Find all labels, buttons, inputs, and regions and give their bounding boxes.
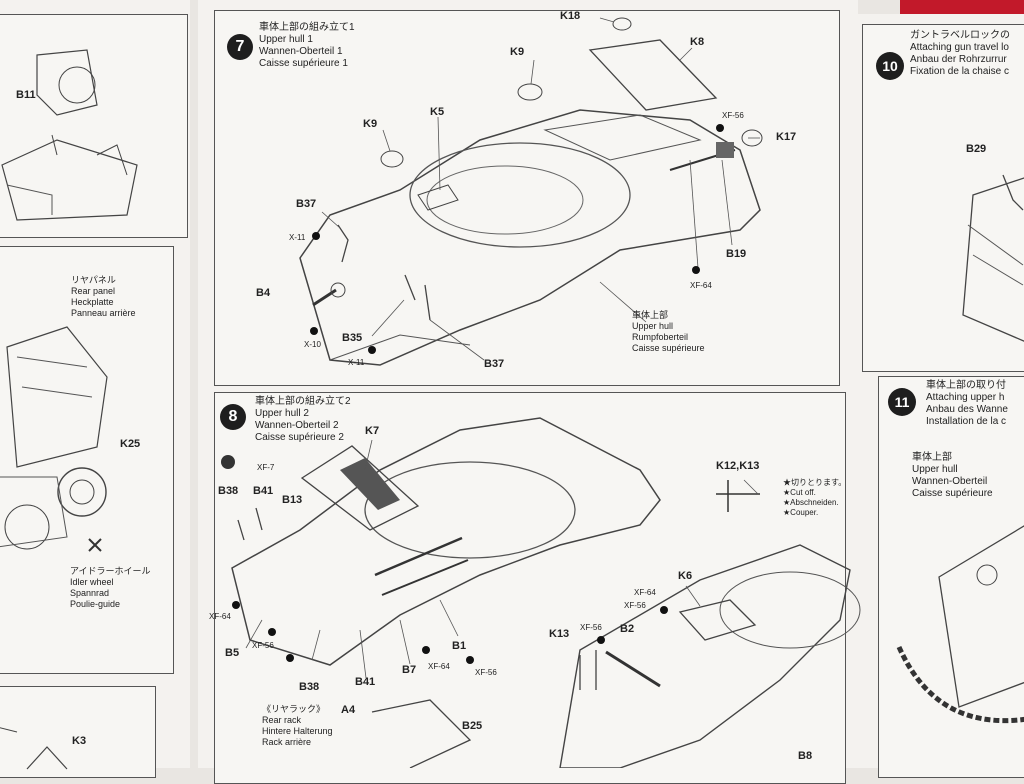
- step8-label-b38-b: B38: [299, 681, 320, 693]
- step8-label-a4: A4: [341, 704, 356, 716]
- step8-label-xf56-b: XF-56: [580, 623, 602, 632]
- step8-paint-dot-xf64-c: [422, 646, 430, 654]
- step8-label-k13: K13: [549, 628, 570, 640]
- step7-label-b35: B35: [342, 332, 363, 344]
- step8-cut-note: ★切りとります。★Cut off. ★Abschneiden.★Couper.: [783, 478, 847, 517]
- step8-label-xf56-d: XF-56: [475, 668, 497, 677]
- step8-label-b41-a: B41: [253, 485, 274, 497]
- step10-drawing: [962, 174, 1024, 342]
- step7-label-b19: B19: [726, 248, 747, 260]
- step8-paint-dot-b5: [268, 628, 276, 636]
- step7-label-k8: K8: [690, 36, 705, 48]
- step8-label-b13: B13: [282, 494, 303, 506]
- step7-label-k18: K18: [560, 10, 581, 22]
- step10-panel: [862, 24, 1024, 372]
- step7-label-k17: K17: [776, 131, 797, 143]
- left-label-b11: B11: [16, 89, 36, 101]
- step7-paint-dot-x11-a: [312, 232, 320, 240]
- step8-label-xf64-b: XF-64: [209, 612, 231, 621]
- left-label-k3: K3: [72, 735, 87, 747]
- step8-paint-dot-xf64-b: [232, 601, 240, 609]
- step7-number-badge: 7: [227, 34, 253, 60]
- step8-label-b25: B25: [462, 720, 483, 732]
- step7-label-x11-b: X-11: [348, 358, 365, 367]
- step8-label-xf7: XF-7: [257, 463, 275, 472]
- step7-label-b4: B4: [256, 287, 271, 299]
- step8-number-badge: 8: [220, 404, 246, 430]
- step11-number-badge: 11: [888, 388, 916, 416]
- step7-paint-dot-xf64: [692, 266, 700, 274]
- step8-paint-dot-xf56-a: [660, 606, 668, 614]
- step8-label-k6: K6: [678, 570, 693, 582]
- left-bottom-drawing: [0, 727, 68, 770]
- left-label-k25: K25: [120, 438, 141, 450]
- step7-label-b37-a: B37: [296, 198, 317, 210]
- step7-label-b37-b: B37: [484, 358, 505, 370]
- step8-label-b2: B2: [620, 623, 635, 635]
- step8-paint-dot-xf56-b: [597, 636, 605, 644]
- left-middle-drawing: [0, 326, 108, 552]
- step8-paint-dot-xf56-d: [466, 656, 474, 664]
- step7-label-x11-a: X-11: [289, 233, 306, 242]
- step8-label-b7: B7: [402, 664, 417, 676]
- step7-paint-dot-x10: [310, 327, 318, 335]
- step8-label-xf56-a: XF-56: [624, 601, 646, 610]
- step7-label-xf56: XF-56: [722, 111, 744, 120]
- step8-paint-dot-b38: [286, 654, 294, 662]
- step8-label-xf64-c: XF-64: [428, 662, 450, 671]
- step7-label-xf64: XF-64: [690, 281, 712, 290]
- step8-label-xf56-c: XF-56: [252, 641, 274, 650]
- step8-label-b5: B5: [225, 647, 240, 659]
- step11-panel: [878, 376, 1024, 778]
- step7-label-k9-b: K9: [363, 118, 378, 130]
- step7-label-k9-a: K9: [510, 46, 525, 58]
- step7-paint-dot-xf56: [716, 124, 724, 132]
- step7-label-k5: K5: [430, 106, 445, 118]
- left-panel-top: [0, 14, 188, 238]
- step8-label-k12-k13: K12,K13: [716, 460, 760, 472]
- step8-label-k7: K7: [365, 425, 380, 437]
- step8-label-xf64-a: XF-64: [634, 588, 656, 597]
- left-top-drawing: [1, 49, 138, 221]
- step10-number-badge: 10: [876, 52, 904, 80]
- step8-panel: [214, 392, 846, 784]
- left-panel-middle: [0, 246, 174, 674]
- step7-drawing: [299, 17, 763, 366]
- step8-label-b8: B8: [798, 750, 813, 762]
- step7-paint-dot-x11-b: [368, 346, 376, 354]
- step7-panel: [214, 10, 840, 386]
- step8-label-b41-b: B41: [355, 676, 376, 688]
- step8-drawing: [221, 417, 861, 768]
- step11-drawing: [896, 525, 1024, 724]
- red-background-corner: [900, 0, 1024, 18]
- step10-label-b29: B29: [966, 143, 987, 155]
- step8-label-b1: B1: [452, 640, 467, 652]
- step7-label-x10: X-10: [304, 340, 321, 349]
- step8-label-b38-a: B38: [218, 485, 239, 497]
